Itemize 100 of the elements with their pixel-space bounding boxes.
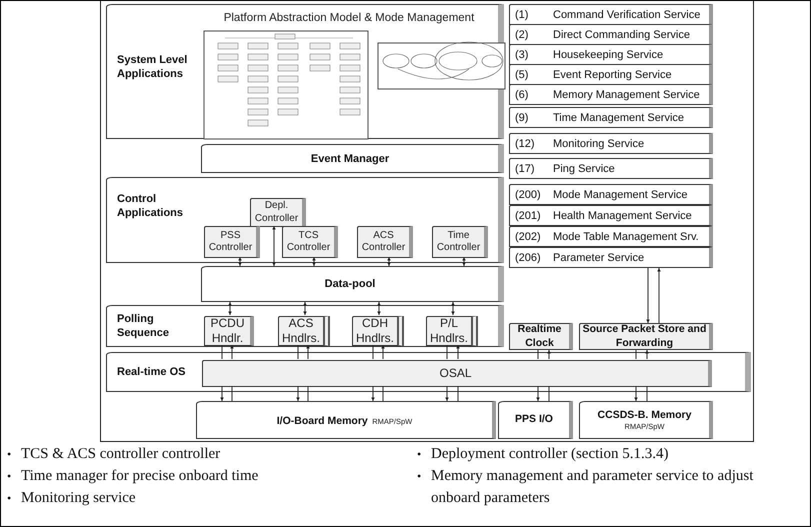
service-number: (9) xyxy=(514,112,530,124)
layer-title: Data-pool xyxy=(324,278,376,290)
bullet-text: Memory management and parameter service to adjust onboard parameters xyxy=(431,467,754,508)
layer-box xyxy=(106,4,504,139)
arrow xyxy=(272,226,276,266)
arrow xyxy=(230,344,234,360)
arrow xyxy=(303,302,307,316)
component-label: CCSDS-B. Memory xyxy=(598,408,692,422)
service-number: (17) xyxy=(514,162,536,174)
layer-title: Control Applications xyxy=(117,192,184,220)
arrow xyxy=(445,386,449,402)
arrow xyxy=(312,256,316,266)
arrow xyxy=(547,350,551,360)
arrow xyxy=(296,386,300,402)
service-row xyxy=(509,24,713,45)
arrow xyxy=(220,386,224,402)
component-box xyxy=(509,323,573,350)
arrow xyxy=(377,302,381,316)
service-name: Mode Table Management Srv. xyxy=(553,230,700,242)
component-box xyxy=(432,226,488,258)
layer-box xyxy=(106,352,751,392)
hardware-box xyxy=(196,401,496,439)
section-heading: Platform Abstraction Model & Mode Management xyxy=(222,12,476,24)
service-number: (2) xyxy=(514,28,530,40)
service-row xyxy=(509,4,713,25)
component-label: PCDU Hndlr. xyxy=(209,316,246,346)
bullet-text: Deployment controller (section 5.1.3.4) xyxy=(431,445,668,464)
component-label: PSS Controller xyxy=(208,230,254,254)
bullet-mark: • xyxy=(417,468,422,485)
service-number: (201) xyxy=(514,210,542,222)
service-number: (6) xyxy=(514,88,530,100)
arrow xyxy=(228,302,232,316)
service-row xyxy=(509,226,713,247)
stacked-component-box xyxy=(426,316,478,346)
service-row xyxy=(509,107,713,128)
component-box xyxy=(357,226,413,258)
service-name: Monitoring Service xyxy=(553,138,646,150)
layer-title: Event Manager xyxy=(310,152,390,164)
layer-box xyxy=(106,177,504,263)
arrow xyxy=(657,268,661,324)
layer-box xyxy=(106,305,504,347)
component-label: OSAL xyxy=(439,366,472,381)
service-name: Ping Service xyxy=(553,162,616,174)
layer-box xyxy=(201,266,504,302)
component-label: P/L Hndlrs. xyxy=(428,316,469,346)
component-box xyxy=(250,198,306,227)
service-number: (202) xyxy=(514,230,542,242)
service-name: Parameter Service xyxy=(553,252,646,264)
arrow xyxy=(306,344,310,360)
bullet-text: Time manager for precise onboard time xyxy=(21,467,258,486)
service-name: Event Reporting Service xyxy=(553,68,673,80)
arrow xyxy=(371,386,375,402)
arrow xyxy=(238,256,242,266)
component-label: CDH Hndlrs. xyxy=(354,316,395,346)
hardware-box xyxy=(498,401,573,439)
layer-title: Polling Sequence xyxy=(117,312,170,340)
arrow xyxy=(645,350,649,360)
service-name: Direct Commanding Service xyxy=(553,28,691,40)
component-label: Depl. Controller xyxy=(254,200,300,225)
service-row xyxy=(509,133,713,154)
arrow xyxy=(536,386,540,402)
layer-title: System Level Applications xyxy=(117,53,188,81)
bullet-mark: • xyxy=(7,446,12,463)
component-label: Realtime Clock xyxy=(516,323,562,350)
layer-box xyxy=(201,144,504,173)
arrow xyxy=(646,268,650,324)
component-box xyxy=(202,360,712,387)
service-row xyxy=(509,184,713,205)
bullet-mark: • xyxy=(7,490,12,507)
service-name: Command Verification Service xyxy=(553,8,702,20)
component-label: PPS I/O xyxy=(515,413,553,427)
stacked-component-box xyxy=(352,316,404,346)
component-label: ACS Controller xyxy=(360,230,406,254)
bullet-mark: • xyxy=(7,468,12,485)
service-row xyxy=(509,84,713,105)
service-row xyxy=(509,44,713,65)
service-number: (5) xyxy=(514,68,530,80)
bullet-mark: • xyxy=(417,446,422,463)
service-name: Time Management Service xyxy=(553,112,686,124)
arrow xyxy=(387,256,391,266)
component-box xyxy=(204,226,260,258)
component-label: Source Packet Store and Forwarding xyxy=(582,323,708,350)
service-number: (1) xyxy=(514,8,530,20)
component-box xyxy=(282,226,338,258)
stacked-component-box xyxy=(278,316,330,346)
layer-title: Real-time OS xyxy=(117,365,186,379)
service-number: (206) xyxy=(514,252,542,264)
component-label: TCS Controller xyxy=(286,230,332,254)
arrow xyxy=(381,344,385,360)
service-name: Memory Management Service xyxy=(553,88,701,100)
component-box xyxy=(204,316,254,346)
service-name: Mode Management Service xyxy=(553,188,689,200)
arrow xyxy=(456,344,460,360)
service-row xyxy=(509,158,713,179)
service-number: (3) xyxy=(514,48,530,60)
service-number: (200) xyxy=(514,188,542,200)
arrow xyxy=(451,302,455,316)
service-row xyxy=(509,247,713,268)
service-row xyxy=(509,205,713,226)
service-name: Health Management Service xyxy=(553,210,693,222)
